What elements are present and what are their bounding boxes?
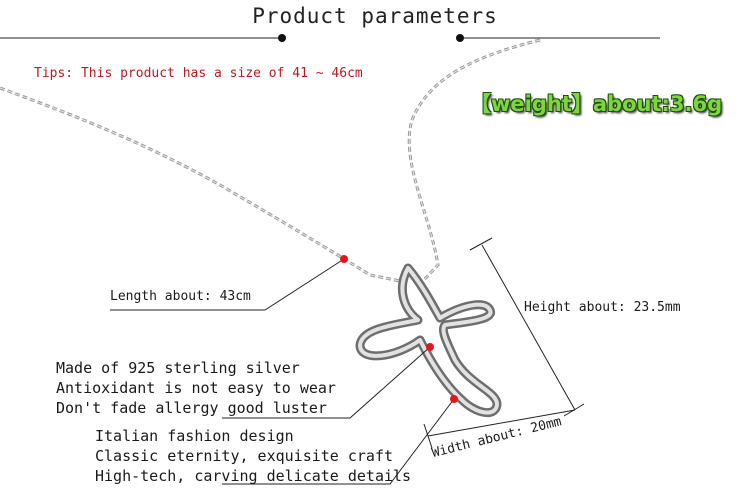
- header-rule-dot-right: [456, 34, 464, 42]
- length-marker-dot: [340, 255, 348, 263]
- chain-right: [407, 38, 541, 284]
- height-tick-top: [469, 237, 493, 251]
- chain-left-highlight: [0, 87, 406, 283]
- header-rule-dot-left: [278, 34, 286, 42]
- chain-right-highlight: [408, 39, 541, 283]
- page-title: Product parameters: [252, 4, 498, 28]
- weight-label: 【weight】about:3.6g: [470, 92, 723, 116]
- size-tip: Tips: This product has a size of 41 ~ 46…: [34, 66, 363, 81]
- width-tick-left: [423, 423, 433, 449]
- feature-line: Don't fade allergy good luster: [56, 399, 327, 417]
- material-leader-line: [222, 346, 431, 419]
- feature-line: Classic eternity, exquisite craft: [95, 447, 394, 465]
- design-marker-dot: [450, 395, 458, 403]
- material-marker-dot: [426, 343, 434, 351]
- design-leader-line: [222, 398, 455, 485]
- length-leader-line: [110, 258, 345, 311]
- feature-line: Italian fashion design: [95, 427, 294, 445]
- length-label: Length about: 43cm: [110, 289, 251, 304]
- width-dimension-line: [427, 409, 576, 437]
- feature-line: Antioxidant is not easy to wear: [56, 379, 336, 397]
- height-dimension-line: [481, 244, 576, 411]
- feature-line: Made of 925 sterling silver: [56, 359, 300, 377]
- height-label: Height about: 23.5mm: [524, 300, 681, 315]
- chain-left: [0, 86, 406, 284]
- feature-line: High-tech, carving delicate details: [95, 467, 412, 485]
- cross-pendant: [355, 263, 502, 418]
